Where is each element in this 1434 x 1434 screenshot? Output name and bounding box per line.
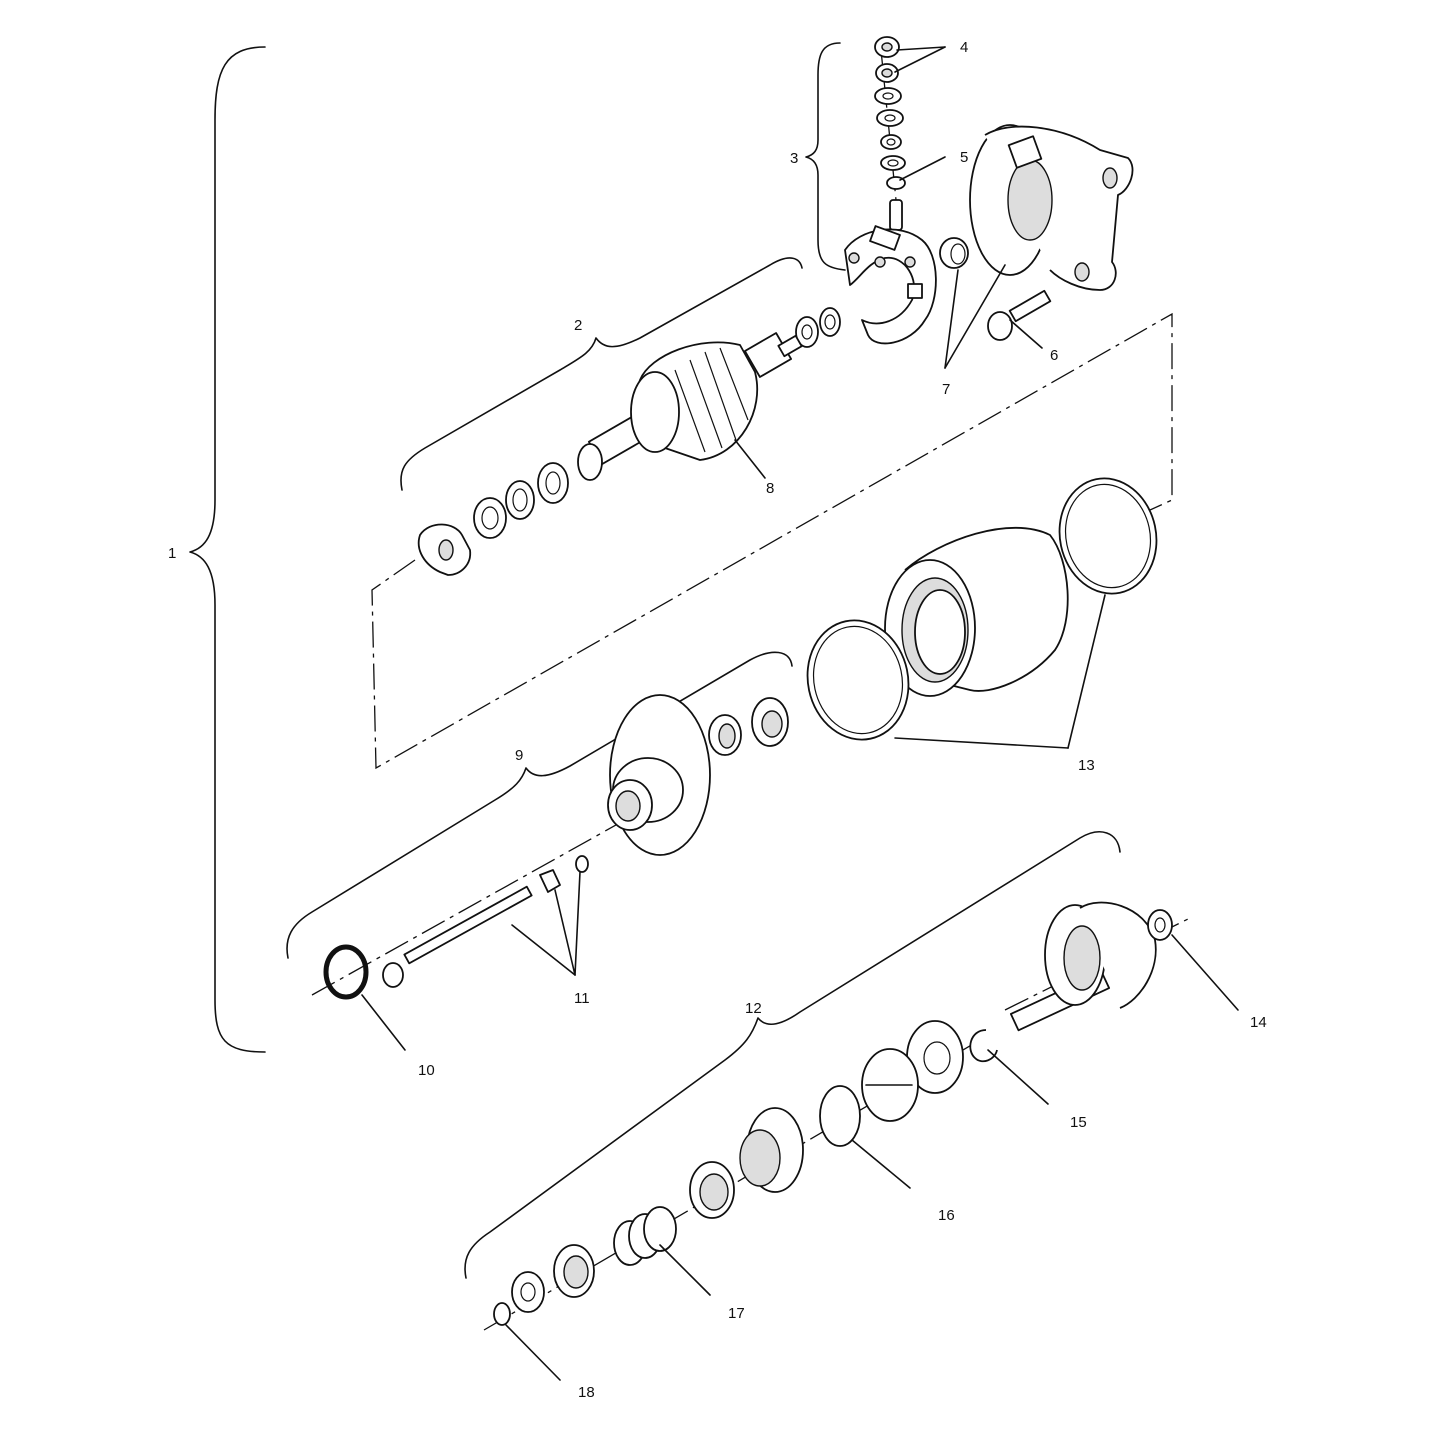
yoke-housing [884, 526, 1069, 697]
callout-11: 11 [574, 990, 590, 1007]
spring-cap [553, 1244, 595, 1298]
snap-ring [969, 1029, 998, 1063]
front-housing [969, 124, 1134, 291]
front-bushing [939, 237, 969, 269]
spring-ring [819, 1085, 861, 1147]
ball-bearing [751, 697, 789, 747]
leader-lines [361, 46, 1239, 1381]
callout-15: 15 [1070, 1114, 1087, 1131]
end-cover-brace-9 [286, 651, 793, 959]
callout-17: 17 [728, 1305, 745, 1322]
washer-plate [539, 869, 561, 893]
callout-1: 1 [168, 545, 176, 562]
lock-plate [417, 523, 472, 576]
retaining-clip [493, 1302, 511, 1326]
terminal-nut-stack [874, 36, 906, 190]
callout-3: 3 [790, 150, 798, 167]
callout-13: 13 [1078, 757, 1095, 774]
callout-4: 4 [960, 39, 968, 56]
pinion-shaft [1009, 901, 1157, 1032]
return-spring [613, 1206, 677, 1266]
clutch-sleeve [689, 1161, 735, 1219]
alignment-frame [371, 312, 1173, 770]
clutch-gear [739, 1107, 804, 1193]
o-ring-rear [806, 619, 910, 741]
small-o-ring [575, 855, 589, 873]
armature-brace-2 [400, 257, 803, 491]
retainer-washer [511, 1271, 545, 1313]
armature [577, 332, 803, 481]
o-ring-front [1058, 477, 1158, 595]
callout-2: 2 [574, 317, 582, 334]
end-cover [607, 694, 711, 856]
brush-holder-brace-3 [805, 42, 846, 271]
split-collar [861, 1048, 919, 1122]
brush-holder-washers [795, 307, 841, 348]
callout-labels: 1 2 3 4 5 6 7 8 9 10 11 12 13 14 15 16 1… [168, 39, 1267, 1401]
clutch-brace-12 [464, 831, 1121, 1279]
callout-18: 18 [578, 1384, 595, 1401]
callout-14: 14 [1250, 1014, 1267, 1031]
callout-7: 7 [942, 381, 950, 398]
callout-8: 8 [766, 480, 774, 497]
needle-bearing [708, 714, 742, 756]
shaft-washer [1147, 909, 1173, 941]
large-o-ring [323, 944, 369, 1000]
through-bolt [382, 885, 533, 988]
callout-10: 10 [418, 1062, 435, 1079]
thrust-washers [473, 462, 569, 539]
housing-screw [987, 289, 1052, 341]
callout-6: 6 [1050, 347, 1058, 364]
callout-5: 5 [960, 149, 968, 166]
assembly-brace-1 [189, 46, 266, 1053]
brush-holder-plate [844, 199, 937, 345]
callout-12: 12 [745, 1000, 762, 1017]
callout-9: 9 [515, 747, 523, 764]
callout-16: 16 [938, 1207, 955, 1224]
